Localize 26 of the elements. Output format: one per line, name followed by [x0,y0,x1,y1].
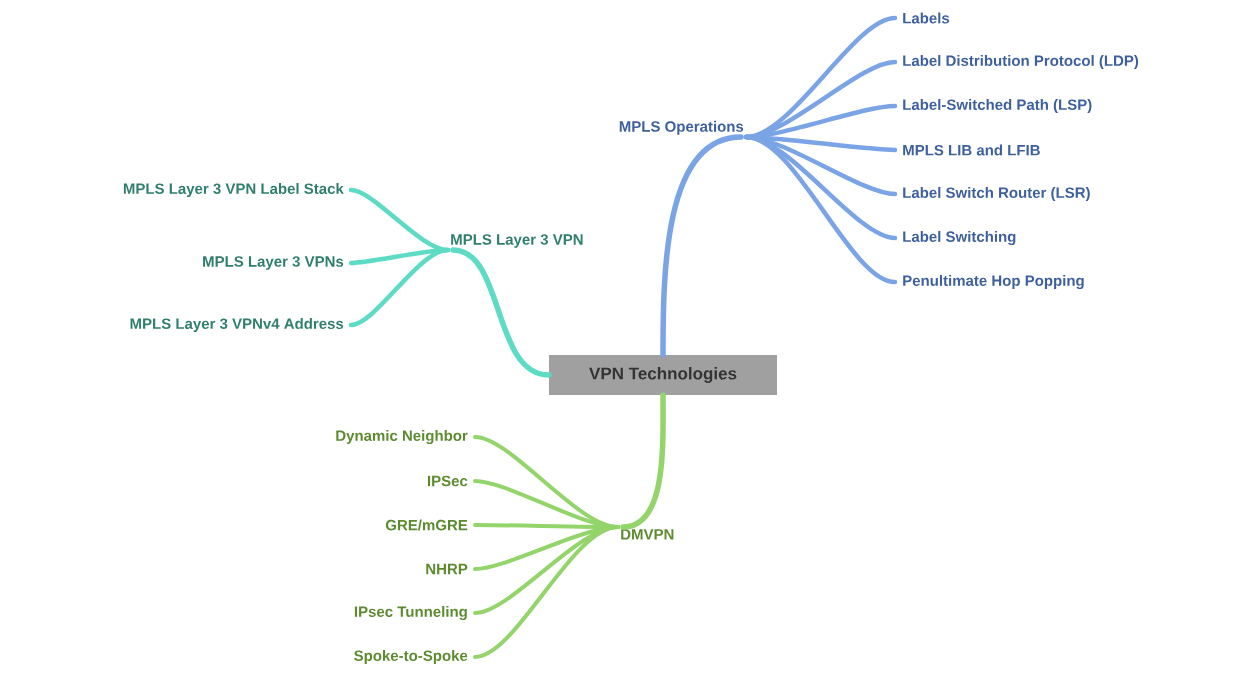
branch-line [620,392,666,530]
topic-label: MPLS Layer 3 VPN [451,234,583,248]
topic-label: IPSec [427,475,468,487]
topic-label: MPLS Layer 3 VPNv4 Address [130,318,344,332]
topic-label: NHRP [426,563,468,575]
topic-label: Label Distribution Protocol (LDP) [903,55,1139,69]
topic-label: MPLS Layer 3 VPNs [203,256,344,270]
branch-line [473,525,620,659]
topic-label: Penultimate Hop Popping [903,274,1084,289]
topic-label: MPLS Operations [619,120,744,135]
topic-label: Spoke-to-Spoke [354,650,468,664]
topic-label: DMVPN [621,529,674,540]
topic-label: Label Switch Router (LSR) [903,187,1090,201]
topic-label: Labels [903,12,950,24]
topic-label: Label-Switched Path (LSP) [903,99,1092,113]
root-box: VPN Technologies [549,355,777,395]
branch-line [660,134,744,358]
topic-label: MPLS LIB and LFIB [903,144,1040,156]
topic-label: MPLS Layer 3 VPN Label Stack [123,183,344,197]
topic-label: Dynamic Neighbor [336,429,468,444]
topic-label: IPsec Tunneling [354,605,467,620]
topic-label: Label Switching [903,230,1016,245]
topic-label: GRE/mGRE [385,519,468,531]
branch-line [450,247,552,378]
branch-line [743,134,898,285]
branch-line [348,247,451,328]
